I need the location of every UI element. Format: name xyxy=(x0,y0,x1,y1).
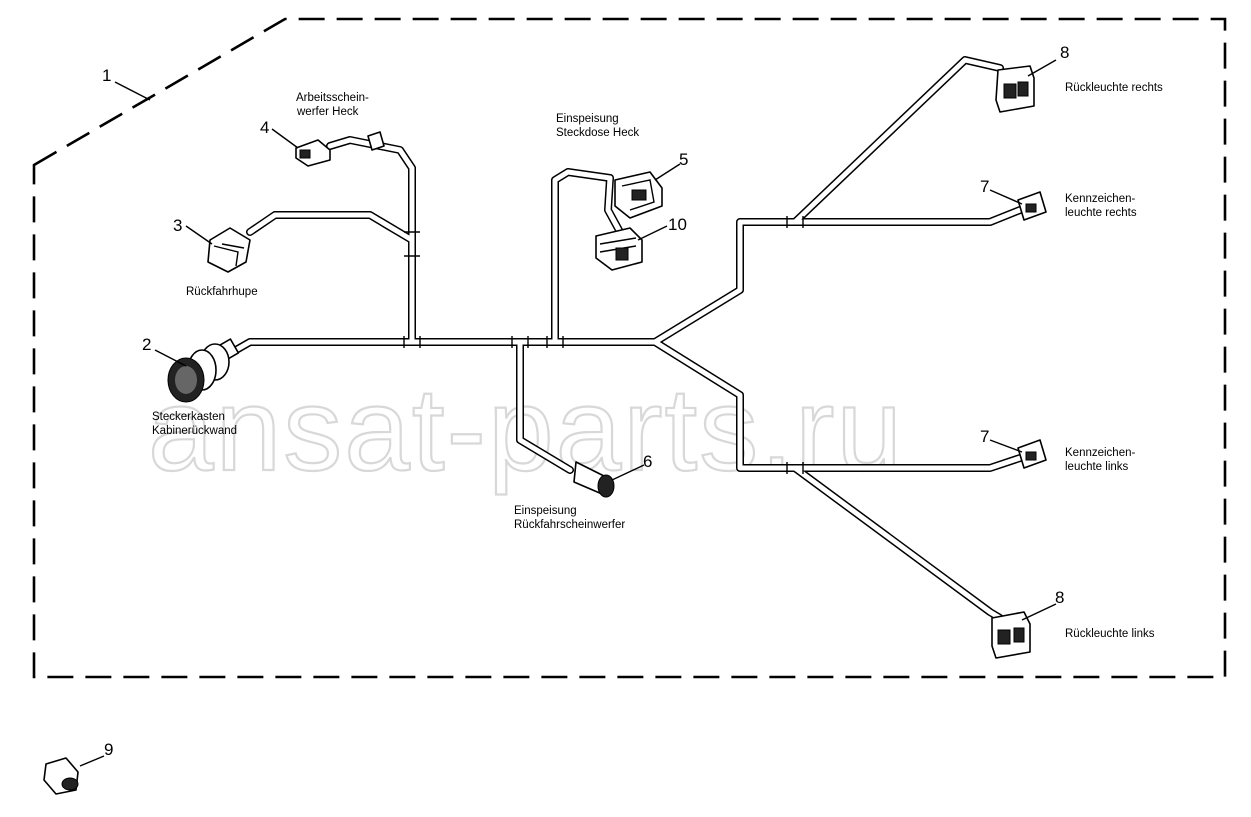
callout-9: 9 xyxy=(104,740,113,759)
label-steckerkasten-1: Steckerkasten xyxy=(152,411,225,423)
label-kennzeichen-rechts-2: leuchte rechts xyxy=(1065,207,1137,219)
label-steckerkasten-2: Kabinerückwand xyxy=(152,425,237,437)
part-labels: Arbeitsschein- werfer Heck Einspeisung S… xyxy=(152,82,1163,640)
kennzeichen-rechts-connector xyxy=(1017,191,1047,221)
callout-numbers: 1 2 3 4 5 6 7 7 8 8 9 10 xyxy=(102,43,1069,759)
rueckleuchte-links-connector xyxy=(991,611,1031,659)
steckerkasten-connector xyxy=(167,338,240,403)
rueckleuchte-rechts-connector xyxy=(995,65,1035,113)
callout-6: 6 xyxy=(643,452,652,471)
callout-7-links: 7 xyxy=(980,427,989,446)
callout-3: 3 xyxy=(173,216,182,235)
callout-10: 10 xyxy=(668,215,687,234)
callout-8-links: 8 xyxy=(1055,588,1064,607)
leader-lines xyxy=(79,59,1057,767)
callout-4: 4 xyxy=(260,118,269,137)
label-arbeitsscheinwerfer-2: werfer Heck xyxy=(296,106,359,118)
steckdose-connector xyxy=(614,171,663,219)
label-einspeisung-steckdose-2: Steckdose Heck xyxy=(556,127,639,139)
part-9 xyxy=(43,757,79,795)
label-kennzeichen-rechts-1: Kennzeichen- xyxy=(1065,193,1135,205)
callout-5: 5 xyxy=(679,150,688,169)
callout-8-rechts: 8 xyxy=(1060,43,1069,62)
label-kennzeichen-links-2: leuchte links xyxy=(1065,461,1129,473)
kennzeichen-links-connector xyxy=(1017,439,1047,469)
rueckfahrscheinwerfer-connector xyxy=(573,461,615,498)
label-arbeitsscheinwerfer-1: Arbeitsschein- xyxy=(296,92,369,104)
label-einspeisung-steckdose-1: Einspeisung xyxy=(556,113,619,125)
watermark: ansat-parts.ru xyxy=(148,364,904,496)
arbeitsscheinwerfer-connector xyxy=(295,131,385,167)
label-rueckleuchte-rechts: Rückleuchte rechts xyxy=(1065,82,1163,94)
harness-wires xyxy=(232,56,1024,622)
rueckfahrhupe-connector xyxy=(207,227,251,273)
callout-1: 1 xyxy=(102,66,111,85)
callout-7-rechts: 7 xyxy=(980,177,989,196)
label-kennzeichen-links-1: Kennzeichen- xyxy=(1065,447,1135,459)
connector-10 xyxy=(595,227,643,271)
label-rueckleuchte-links: Rückleuchte links xyxy=(1065,628,1155,640)
label-einspeisung-rueckfahr-1: Einspeisung xyxy=(514,505,577,517)
callout-2: 2 xyxy=(142,335,151,354)
label-einspeisung-rueckfahr-2: Rückfahrscheinwerfer xyxy=(514,519,625,531)
label-rueckfahrhupe: Rückfahrhupe xyxy=(186,286,258,298)
assembly-frame xyxy=(32,17,1227,679)
